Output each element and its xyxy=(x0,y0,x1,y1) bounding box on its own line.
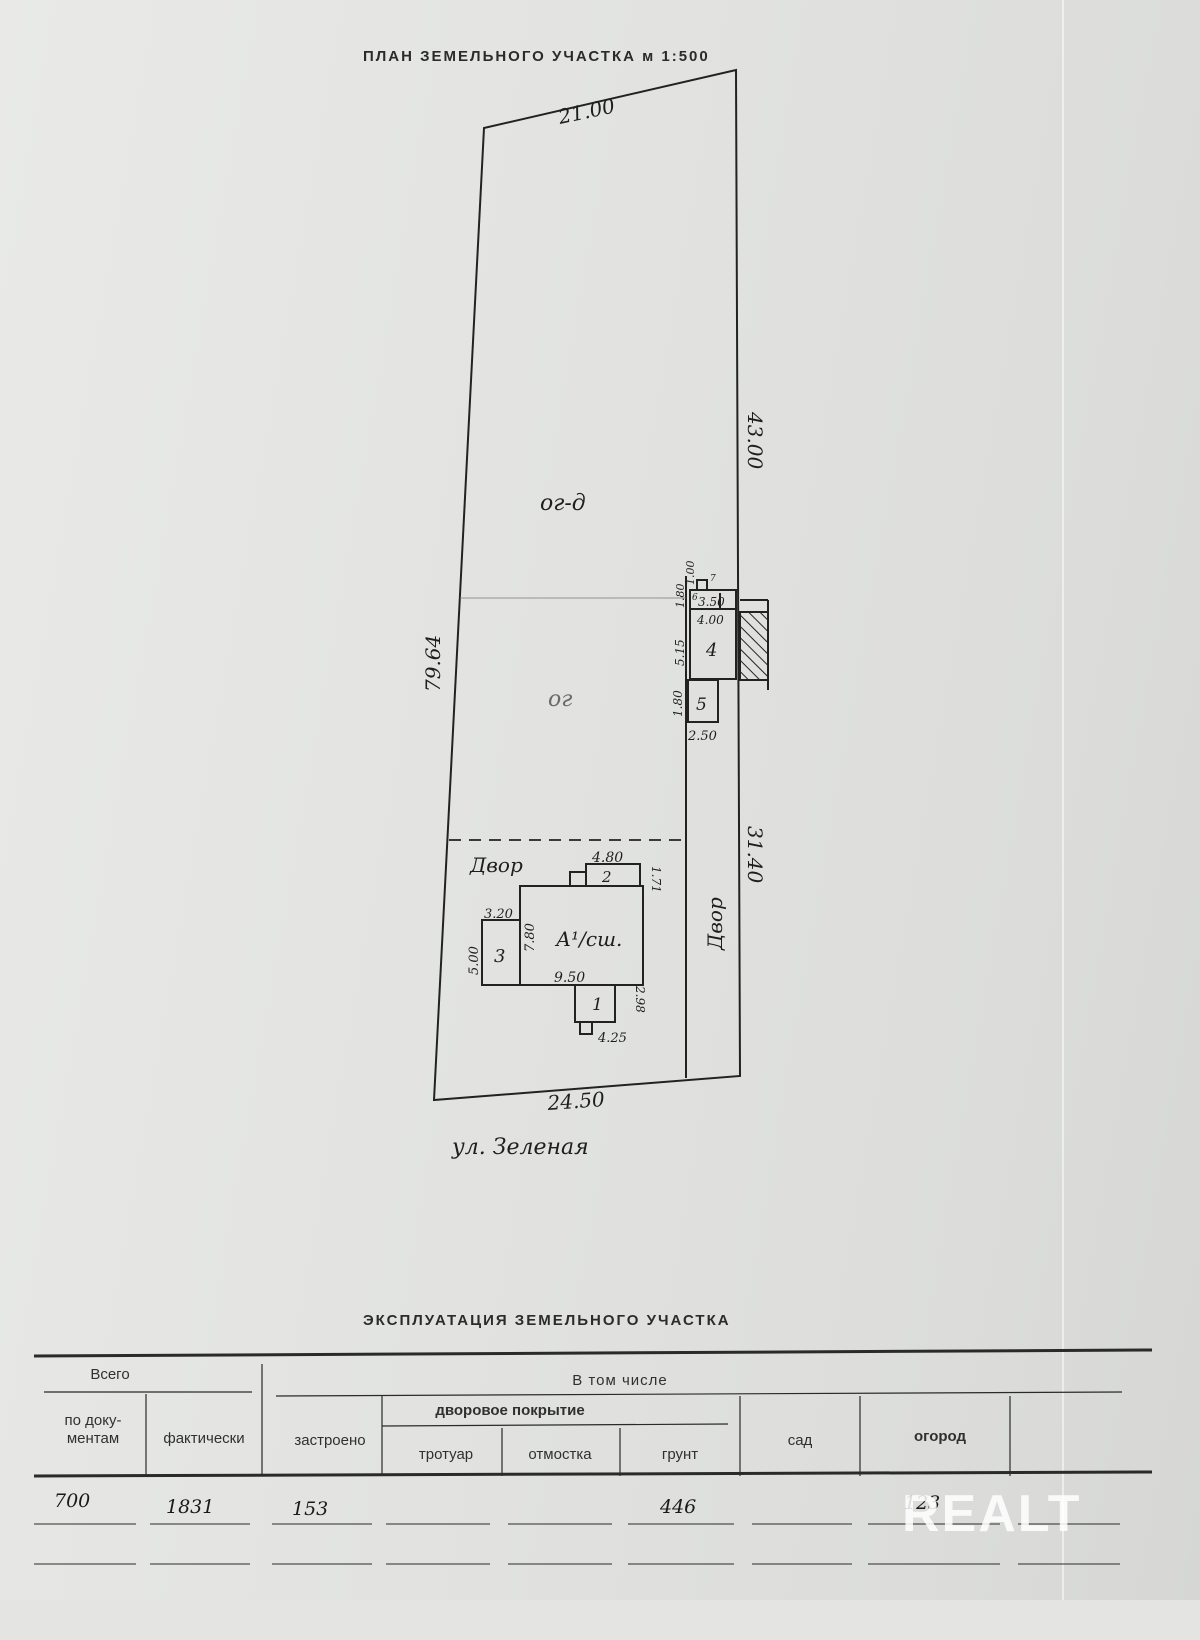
dim-shed-w2: 4.00 xyxy=(696,613,724,627)
header-built: застроено xyxy=(294,1432,366,1449)
dim-shed-w1: 3.50 xyxy=(698,595,725,609)
value-built: 153 xyxy=(292,1498,329,1520)
dim-house-w-top: 4.80 xyxy=(591,850,623,866)
value-vegetable: 123 xyxy=(904,1492,941,1514)
header-garden: сад xyxy=(787,1432,813,1449)
realt-watermark: REALT xyxy=(902,1485,1082,1543)
label-b5: 5 xyxy=(696,695,707,715)
label-og-d: ог-д xyxy=(540,491,586,516)
header-by-docs: по доку- ментам xyxy=(64,1412,122,1447)
neighbour-building xyxy=(739,611,769,681)
exploitation-table-lines xyxy=(33,1348,1153,1565)
label-b1: 1 xyxy=(592,995,603,1015)
dim-house-main-w: 9.50 xyxy=(554,970,585,986)
value-by-docs: 700 xyxy=(54,1490,91,1512)
header-blind-area: отмостка xyxy=(528,1446,592,1463)
plan-title: ПЛАН ЗЕМЕЛЬНОГО УЧАСТКА м 1:500 xyxy=(363,48,710,65)
label-og: ог xyxy=(548,687,572,712)
dim-right-upper: 43.00 xyxy=(743,411,767,470)
house-annex-1 xyxy=(574,984,616,1023)
plot-boundary xyxy=(432,68,742,1102)
dim-shed5-w: 2.50 xyxy=(687,729,717,744)
dim-right-lower: 31.40 xyxy=(743,826,767,884)
label-b7: 7 xyxy=(710,574,716,584)
shed-6 xyxy=(696,579,708,591)
dim-house-left-w: 3.20 xyxy=(484,907,513,922)
paper-fold xyxy=(1062,0,1064,1600)
dim-shed-h3: 5.15 xyxy=(673,639,687,666)
dim-house-bottom-w: 4.25 xyxy=(597,1031,627,1046)
header-yard-cover: дворовое покрытие xyxy=(435,1402,585,1419)
header-ground: грунт xyxy=(661,1446,699,1463)
value-actual: 1831 xyxy=(166,1496,215,1518)
label-yard-right: Двор xyxy=(703,897,727,951)
dim-left: 79.64 xyxy=(421,635,445,692)
header-sidewalk: тротуар xyxy=(418,1446,474,1463)
dim-shed5-h: 1.80 xyxy=(671,690,685,717)
label-b6: 6 xyxy=(692,593,698,603)
header-including: В том числе xyxy=(572,1372,668,1389)
dim-bottom: 24.50 xyxy=(546,1087,606,1115)
exploitation-title: ЭКСПЛУАТАЦИЯ ЗЕМЕЛЬНОГО УЧАСТКА xyxy=(363,1312,731,1329)
dim-shed-h2: 1.80 xyxy=(674,584,687,609)
label-b3: 3 xyxy=(494,946,505,967)
plot-plan-drawing: 21.00 43.00 79.64 31.40 24.50 3.50 4.00 … xyxy=(421,68,769,1160)
dim-house-porch-h: 1.71 xyxy=(649,866,663,893)
header-total: Всего xyxy=(90,1366,130,1383)
house-annex-2 xyxy=(585,863,641,887)
shed-5 xyxy=(687,679,719,723)
label-street: ул. Зеленая xyxy=(451,1135,589,1160)
label-yard-left: Двор xyxy=(469,853,523,877)
header-actual: фактически xyxy=(163,1430,245,1447)
dim-house-bottom-h: 2.98 xyxy=(633,985,647,1013)
house-annex-3 xyxy=(481,919,521,986)
dim-top: 21.00 xyxy=(555,93,617,129)
dim-shed-h1: 1.00 xyxy=(684,561,697,586)
label-b4: 4 xyxy=(705,640,717,661)
value-ground: 446 xyxy=(660,1496,697,1518)
label-house: А¹/сш. xyxy=(554,927,622,951)
header-vegetable: огород xyxy=(913,1428,967,1445)
dim-house-main-h: 7.80 xyxy=(523,923,538,952)
document-sheet: ПЛАН ЗЕМЕЛЬНОГО УЧАСТКА м 1:500 xyxy=(0,0,1200,1600)
dim-house-left-h: 5.00 xyxy=(467,946,482,975)
label-b2: 2 xyxy=(601,868,612,886)
